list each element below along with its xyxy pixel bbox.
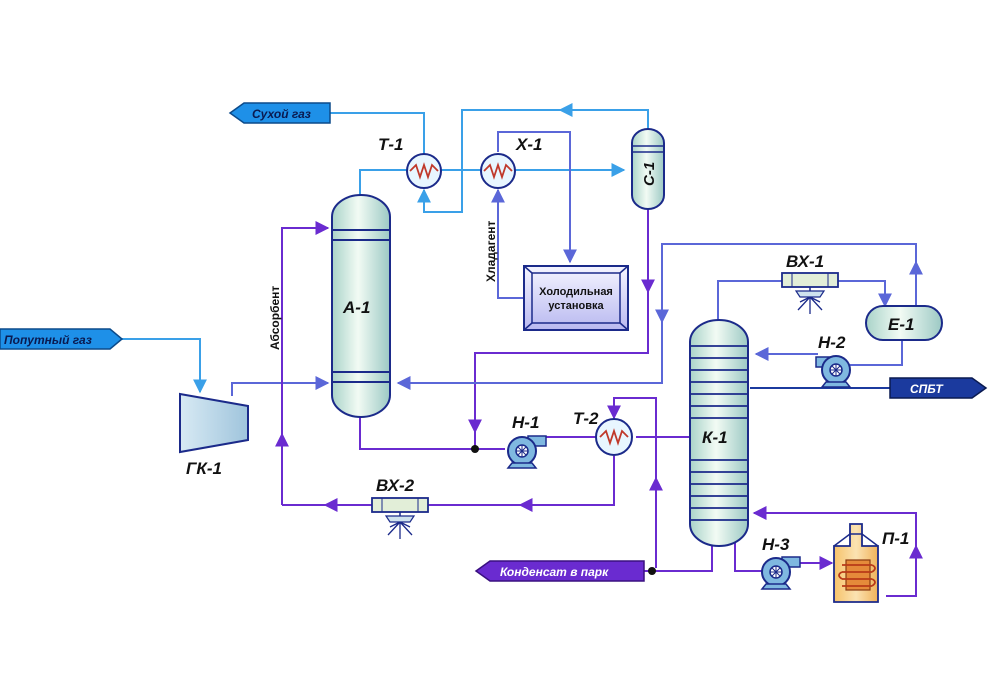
pipe-gk1-to-a1 <box>231 376 330 396</box>
pump-n1[interactable]: Н-1 <box>506 413 547 469</box>
junction-dot-a1 <box>471 445 479 453</box>
vx1-label: ВХ-1 <box>786 252 824 271</box>
pipe-absorbent <box>281 221 330 505</box>
heat-exchanger-x1[interactable]: Х-1 <box>480 135 542 189</box>
pipe-a1-bottoms <box>359 415 505 450</box>
heat-exchanger-t2[interactable]: Т-2 <box>573 409 633 456</box>
pipe-inlet-gas <box>110 338 207 394</box>
refrigeration-unit-label-2: установка <box>548 300 604 312</box>
n3-label: Н-3 <box>762 535 790 554</box>
spbt-label: СПБТ <box>910 382 944 396</box>
c1-label: С-1 <box>641 162 658 186</box>
pipe-k1-to-n3 <box>734 543 762 572</box>
column-k1[interactable]: К-1 <box>689 319 749 547</box>
tag-spbt: СПБТ <box>889 377 988 399</box>
pipe-dry-gas <box>330 112 425 155</box>
separator-c1[interactable]: С-1 <box>631 128 665 210</box>
a1-label: А-1 <box>342 298 370 317</box>
tag-condensate: Конденсат в парк <box>474 560 645 582</box>
pump-n2[interactable]: Н-2 <box>815 333 852 388</box>
tag-dry-gas: Сухой газ <box>228 102 331 124</box>
pipe-e1-to-n2 <box>850 338 903 366</box>
refrigerant-label: Хладагент <box>484 220 498 282</box>
pipe-a1-overhead <box>359 163 626 195</box>
pipe-t2-to-vx2 <box>282 456 615 506</box>
k1-label: К-1 <box>702 428 728 447</box>
inlet-gas-label: Попутный газ <box>4 333 92 347</box>
gk1-label: ГК-1 <box>186 459 222 478</box>
pipe-refrigerant-return <box>491 188 528 299</box>
e1-label: Е-1 <box>888 315 914 334</box>
absorber-a1[interactable]: А-1 <box>331 194 391 418</box>
t2-label: Т-2 <box>573 409 599 428</box>
air-cooler-vx1[interactable]: ВХ-1 <box>781 252 839 314</box>
drum-e1[interactable]: Е-1 <box>865 305 943 341</box>
refrigeration-unit[interactable]: Холодильная установка <box>523 265 629 331</box>
pipes <box>110 103 923 597</box>
compressor-gk1[interactable]: ГК-1 <box>179 392 249 478</box>
n2-label: Н-2 <box>818 333 846 352</box>
pipe-condensate <box>644 543 713 572</box>
pump-n3[interactable]: Н-3 <box>760 535 801 590</box>
p1-label: П-1 <box>882 529 909 548</box>
n1-label: Н-1 <box>512 413 539 432</box>
pipe-refrigerant-supply <box>497 131 577 264</box>
t1-label: Т-1 <box>378 135 404 154</box>
junction-dot-condensate <box>648 567 656 575</box>
x1-label: Х-1 <box>515 135 542 154</box>
refrigeration-unit-label-1: Холодильная <box>539 286 613 298</box>
condensate-label: Конденсат в парк <box>500 565 609 579</box>
absorbent-label: Абсорбент <box>268 286 282 350</box>
tag-inlet-gas: Попутный газ <box>0 328 124 350</box>
heat-exchanger-t1[interactable]: Т-1 <box>378 135 442 189</box>
dry-gas-label: Сухой газ <box>252 107 311 121</box>
air-cooler-vx2[interactable]: ВХ-2 <box>371 476 429 539</box>
furnace-p1[interactable]: П-1 <box>833 523 909 603</box>
vx2-label: ВХ-2 <box>376 476 415 495</box>
pipe-c1-to-t1 <box>417 109 649 213</box>
